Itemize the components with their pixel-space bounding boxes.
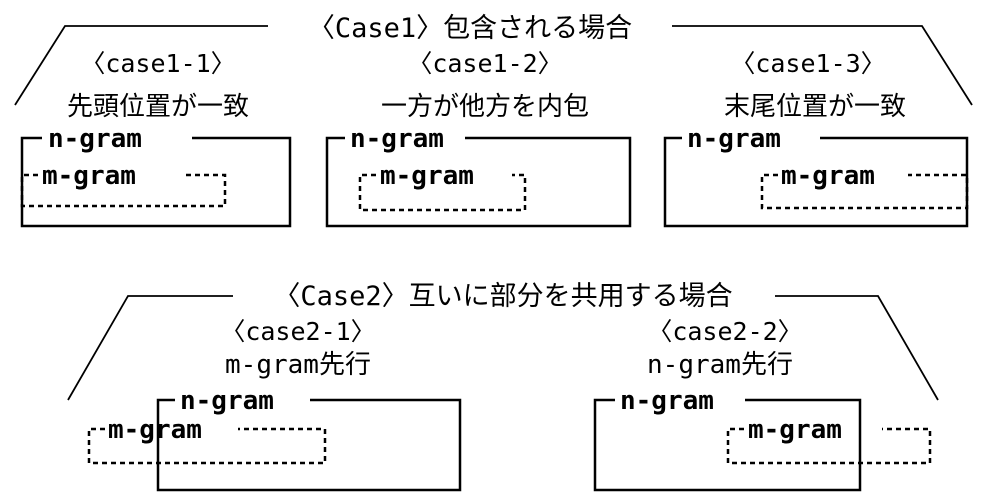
case2-1-mgram-box (87, 427, 327, 465)
case1-3-ngram-label: n-gram (687, 124, 781, 154)
case1-3-label: 〈case1-3〉 (730, 49, 885, 78)
case1-2-desc: 一方が他方を内包 (381, 92, 589, 122)
case2-group: 〈Case2〉互いに部分を共用する場合 〈case2-1〉 m-gram先行 n… (67, 281, 939, 492)
case1-frame-right (672, 25, 973, 106)
case1-title: 〈Case1〉包含される場合 (308, 13, 632, 44)
case2-2-ngram-box (593, 398, 862, 492)
case2-1: 〈case2-1〉 m-gram先行 n-gram m-gram (87, 317, 462, 492)
case1-frame-left (14, 25, 268, 106)
case1-1-ngram-box (20, 136, 292, 228)
case2-title: 〈Case2〉互いに部分を共用する場合 (273, 281, 732, 312)
case2-1-mgram-label: m-gram (108, 415, 202, 445)
case2-frame-right (775, 295, 939, 401)
case1-1-mgram-box (20, 173, 227, 208)
case2-1-ngram-box (156, 398, 462, 492)
case2-1-desc: m-gram先行 (225, 350, 371, 380)
case2-2-label: 〈case2-2〉 (647, 317, 802, 346)
case1-3-mgram-label: m-gram (781, 161, 875, 191)
case2-2-mgram-label: m-gram (748, 415, 842, 445)
case2-2: 〈case2-2〉 n-gram先行 n-gram m-gram (593, 317, 932, 492)
case1-3: 〈case1-3〉 末尾位置が一致 n-gram m-gram (663, 49, 969, 228)
case1-2-ngram-label: n-gram (350, 124, 444, 154)
case2-1-label: 〈case2-1〉 (220, 317, 375, 346)
case1-2-ngram-box (325, 136, 632, 228)
case2-1-ngram-label: n-gram (180, 386, 274, 416)
case2-frame-left (67, 295, 233, 401)
case1-2-mgram-box (358, 173, 527, 212)
case1-2: 〈case1-2〉 一方が他方を内包 n-gram m-gram (325, 49, 632, 228)
case1-2-label: 〈case1-2〉 (407, 49, 562, 78)
case2-2-ngram-label: n-gram (620, 386, 714, 416)
case2-2-desc: n-gram先行 (647, 350, 793, 380)
case2-2-mgram-box (726, 427, 932, 465)
case1-1-label: 〈case1-1〉 (80, 49, 235, 78)
case1-1-desc: 先頭位置が一致 (67, 92, 249, 122)
case1-group: 〈Case1〉包含される場合 〈case1-1〉 先頭位置が一致 n-gram … (14, 13, 973, 228)
case1-3-ngram-box (663, 136, 969, 228)
case1-2-mgram-label: m-gram (380, 161, 474, 191)
case1-1-mgram-label: m-gram (42, 161, 136, 191)
case1-1: 〈case1-1〉 先頭位置が一致 n-gram m-gram (20, 49, 292, 228)
case1-3-desc: 末尾位置が一致 (724, 92, 906, 122)
case1-3-mgram-box (760, 173, 969, 210)
case1-1-ngram-label: n-gram (48, 124, 142, 154)
